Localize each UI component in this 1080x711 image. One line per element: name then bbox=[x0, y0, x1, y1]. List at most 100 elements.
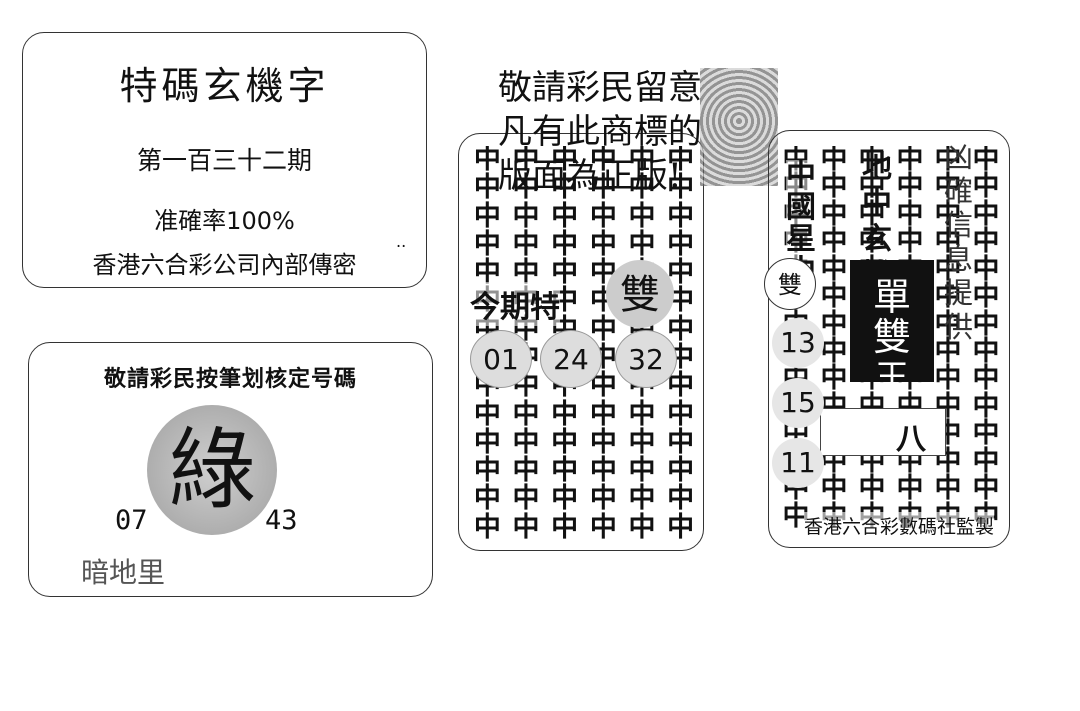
zhong-char: 中 bbox=[858, 198, 886, 230]
zhong-char: 中 bbox=[934, 308, 962, 340]
zhong-char: 中 bbox=[667, 228, 695, 260]
zhong-char: 中 bbox=[858, 473, 886, 505]
character-circle bbox=[147, 405, 277, 535]
zhong-char: 中 bbox=[896, 473, 924, 505]
zhong-char: 中 bbox=[473, 146, 501, 175]
zhong-char: 中 bbox=[473, 455, 501, 487]
vertical-text-right: 凶 確 信 息 提 供 bbox=[944, 140, 974, 344]
zhong-char: 中 bbox=[667, 172, 695, 204]
zhong-char: 中 bbox=[512, 200, 540, 232]
zhong-char: 中 bbox=[589, 228, 617, 260]
zhong-char: 中 bbox=[667, 511, 695, 542]
zhong-char: 中 bbox=[858, 226, 886, 258]
zhong-char: 中 bbox=[972, 363, 1000, 395]
zhong-char: 中 bbox=[896, 171, 924, 203]
zhong-char: 中 bbox=[512, 257, 540, 289]
side-character: 八 bbox=[896, 422, 926, 457]
zhong-char: 中 bbox=[972, 445, 1000, 477]
zhong-char: 中 bbox=[820, 335, 848, 367]
zhong-char: 中 bbox=[589, 483, 617, 515]
issue-number: 第一百三十二期 bbox=[136, 146, 312, 175]
zhong-char: 中 bbox=[934, 335, 962, 367]
zhong-char: 中 bbox=[512, 228, 540, 260]
panel-footer: 暗地里 bbox=[81, 556, 166, 589]
zhong-char: 中 bbox=[589, 455, 617, 487]
zhong-char: 中 bbox=[972, 473, 1000, 505]
lucky-number: 32 bbox=[615, 330, 677, 388]
number-right: 43 bbox=[265, 505, 298, 536]
zhong-char: 中 bbox=[820, 171, 848, 203]
title-panel: 特碼玄機字 第一百三十二期 准確率100% 香港六合彩公司內部傳密 bbox=[22, 32, 427, 288]
zhong-char: 中 bbox=[934, 253, 962, 285]
zhong-char: 中 bbox=[628, 483, 656, 515]
source-text: 香港六合彩公司內部傳密 bbox=[92, 251, 357, 279]
zhong-char: 中 bbox=[667, 398, 695, 430]
zhong-char: 中 bbox=[667, 426, 695, 458]
zhong-char: 中 bbox=[972, 418, 1000, 450]
zhong-char: 中 bbox=[820, 308, 848, 340]
zhong-char: 中 bbox=[972, 390, 1000, 422]
zhong-char: 中 bbox=[473, 228, 501, 260]
zhong-char: 中 bbox=[896, 226, 924, 258]
zhong-char: 中 bbox=[512, 455, 540, 487]
zhong-char: 中 bbox=[667, 455, 695, 487]
hint-character: 綠 bbox=[167, 418, 256, 521]
shuang-circle bbox=[606, 260, 674, 328]
zhong-char: 中 bbox=[934, 198, 962, 230]
zhong-char: 中 bbox=[628, 426, 656, 458]
zhong-char: 中 bbox=[972, 226, 1000, 258]
notice-text: 敬請彩民留意 凡有此商標的 版面為正版! bbox=[498, 68, 702, 196]
zhong-char: 中 bbox=[820, 281, 848, 313]
zhong-char: 中 bbox=[972, 281, 1000, 313]
zhong-char: 中 bbox=[934, 171, 962, 203]
zhong-char: 中 bbox=[551, 200, 579, 232]
lucky-number: 24 bbox=[540, 330, 602, 388]
zhong-char: 中 bbox=[667, 200, 695, 232]
trademark-seal bbox=[700, 68, 778, 186]
zhong-char: 中 bbox=[972, 253, 1000, 285]
zhong-char: 中 bbox=[589, 200, 617, 232]
lucky-number: 11 bbox=[772, 438, 824, 488]
credit-text: 香港六合彩數碼社監製 bbox=[804, 512, 995, 539]
zhong-char: 中 bbox=[628, 200, 656, 232]
zhong-char: 中 bbox=[972, 308, 1000, 340]
zhong-char: 中 bbox=[628, 146, 656, 175]
zhong-char: 中 bbox=[551, 398, 579, 430]
zhong-char: 中 bbox=[512, 426, 540, 458]
zhong-char: 中 bbox=[934, 473, 962, 505]
zhong-char: 中 bbox=[473, 426, 501, 458]
zhong-char: 中 bbox=[512, 483, 540, 515]
zhong-char: 中 bbox=[473, 172, 501, 204]
zhong-char: 中 bbox=[512, 172, 540, 204]
zhong-char: 中 bbox=[628, 172, 656, 204]
zhong-char: 中 bbox=[551, 511, 579, 542]
instruction-text: 敬請彩民按筆划核定号碼 bbox=[103, 366, 357, 392]
zhong-char: 中 bbox=[820, 363, 848, 395]
zhong-char: 中 bbox=[934, 146, 962, 175]
zhong-char: 中 bbox=[820, 226, 848, 258]
zhong-char: 中 bbox=[473, 511, 501, 542]
zhong-char: 中 bbox=[858, 171, 886, 203]
dots-mark: .. bbox=[396, 232, 407, 251]
zhong-char: 中 bbox=[628, 228, 656, 260]
zhong-char: 中 bbox=[473, 398, 501, 430]
black-block bbox=[850, 260, 934, 382]
zhong-char: 中 bbox=[896, 198, 924, 230]
zhong-char: 中 bbox=[896, 146, 924, 175]
block-char-2: 雙 bbox=[872, 315, 911, 359]
zhong-char: 中 bbox=[551, 426, 579, 458]
zhong-char: 中 bbox=[551, 228, 579, 260]
issue-label: 今期特 bbox=[470, 282, 560, 326]
zhong-char: 中 bbox=[512, 146, 540, 175]
lucky-number: 01 bbox=[470, 330, 532, 388]
zhong-char: 中 bbox=[820, 253, 848, 285]
zhong-char: 中 bbox=[972, 198, 1000, 230]
block-char-3: 王 bbox=[875, 358, 909, 398]
zhong-char: 中 bbox=[667, 483, 695, 515]
shuang-character: 雙 bbox=[620, 272, 660, 318]
zhong-char: 中 bbox=[934, 226, 962, 258]
zhong-char: 中 bbox=[820, 146, 848, 175]
zhong-char: 中 bbox=[858, 146, 886, 175]
zhong-char: 中 bbox=[551, 172, 579, 204]
zhong-char: 中 bbox=[972, 335, 1000, 367]
